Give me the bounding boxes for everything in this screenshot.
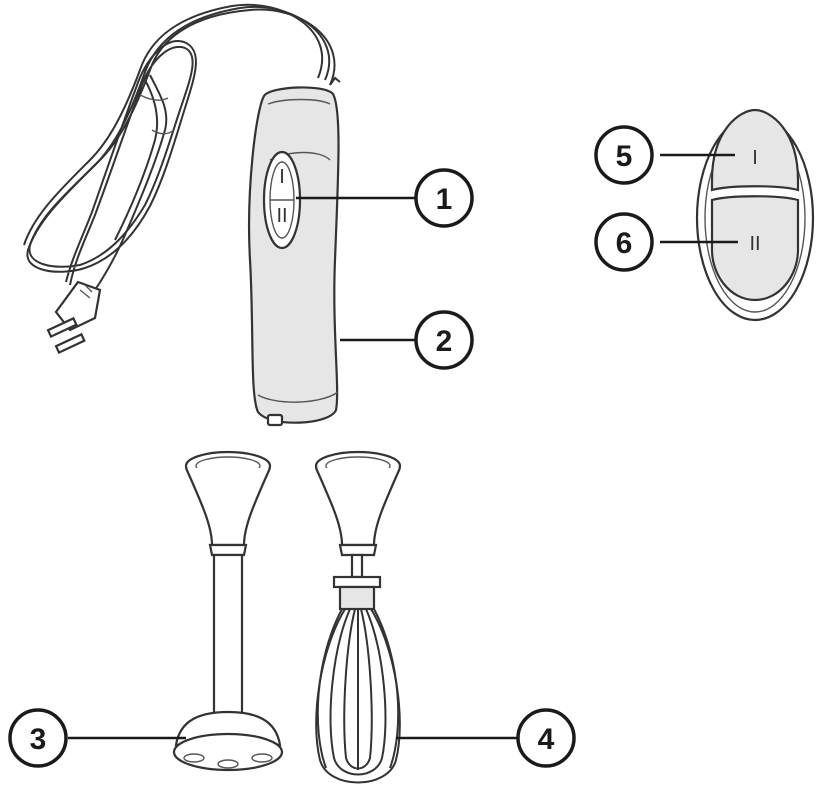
svg-text:II: II [276, 205, 287, 227]
callout-2: 2 [414, 310, 474, 370]
callout-3-label: 3 [30, 723, 47, 756]
plug [46, 280, 102, 355]
speed-low-button[interactable] [710, 108, 800, 192]
whisk-attachment [314, 450, 402, 784]
callout-1: 1 [414, 168, 474, 228]
blending-attachment [172, 450, 284, 772]
speed-high-button[interactable] [710, 195, 800, 302]
button-panel-detail: I II [695, 108, 815, 322]
callout-5-label: 5 [616, 140, 633, 173]
speed-low-button-label: I [752, 147, 758, 169]
callout-6: 6 [594, 212, 654, 272]
callout-6-label: 6 [616, 227, 633, 260]
callout-4-label: 4 [538, 723, 555, 756]
svg-text:I: I [279, 166, 285, 188]
callout-3: 3 [8, 708, 68, 768]
callout-4: 4 [516, 708, 576, 768]
callout-1-label: 1 [436, 183, 453, 216]
leader-lines [68, 153, 738, 740]
callout-2-label: 2 [436, 325, 453, 358]
motor-body: I II [247, 86, 340, 427]
power-cord [23, 3, 341, 291]
callout-5: 5 [594, 125, 654, 185]
speed-high-button-label: II [749, 233, 760, 255]
